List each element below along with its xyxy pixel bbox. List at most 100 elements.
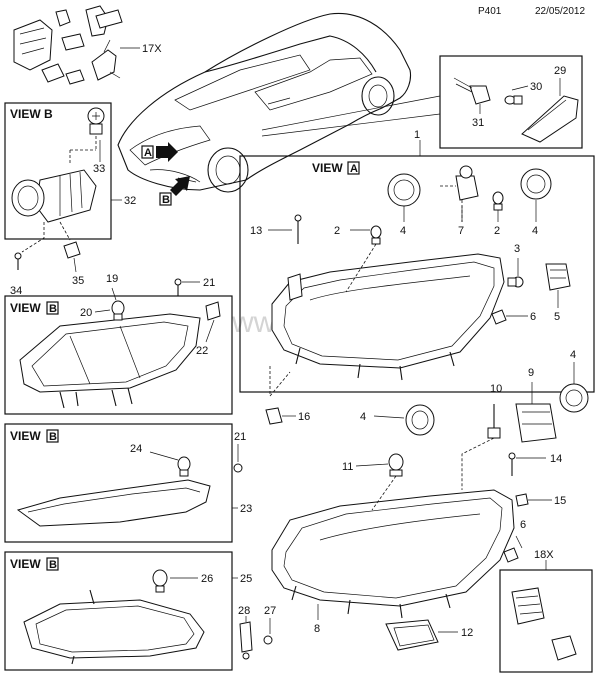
xenon-headlamp-assembly[interactable] <box>271 489 515 619</box>
xenon-cap-4-d[interactable] <box>559 383 589 413</box>
callout-14: 14 <box>550 453 562 465</box>
kit-18x-bracket[interactable] <box>511 587 545 625</box>
view-b-fog2-letter-box <box>46 557 59 571</box>
parking-bulb-2-a[interactable] <box>370 225 382 245</box>
callout-15: 15 <box>554 495 566 507</box>
view-b-drl2-box <box>4 423 233 543</box>
headlamp-bulb-7[interactable] <box>455 165 479 201</box>
callout-31: 31 <box>472 117 484 129</box>
callout-5: 5 <box>554 311 560 323</box>
marker-b-arrow <box>170 176 190 196</box>
view-a-title: VIEW <box>312 161 343 175</box>
view-a-box <box>239 155 595 393</box>
callout-24: 24 <box>130 443 142 455</box>
headlamp-cap-4-a[interactable] <box>387 173 421 207</box>
drl-lamp-housing[interactable] <box>19 313 201 409</box>
clip-16[interactable] <box>265 407 283 425</box>
fog-lamp-bulb[interactable] <box>87 107 105 135</box>
xenon-bulb-11[interactable] <box>388 453 404 477</box>
fog-lamp-clip[interactable] <box>63 241 81 259</box>
adjuster-6-a[interactable] <box>491 309 507 325</box>
callout-26: 26 <box>201 573 213 585</box>
headlamp-bracket-13[interactable] <box>287 214 303 301</box>
xenon-ballast-12[interactable] <box>385 619 439 651</box>
callout-30: 30 <box>530 81 542 93</box>
drl-bulb[interactable] <box>111 300 125 321</box>
callout-22: 22 <box>196 345 208 357</box>
view-b-drl2-letter: B <box>49 431 57 443</box>
callout-7: 7 <box>458 225 464 237</box>
view-b-fog2-letter: B <box>49 559 57 571</box>
callout-33: 33 <box>93 163 105 175</box>
car-body-outline <box>117 12 412 193</box>
fog-lamp-screw[interactable] <box>14 252 22 270</box>
xenon-cap-4-c[interactable] <box>405 404 435 436</box>
indicator-bulb-10[interactable] <box>487 404 501 439</box>
callout-28: 28 <box>238 605 250 617</box>
side-marker-box <box>439 55 583 149</box>
indicator-bulb-3[interactable] <box>507 276 524 288</box>
callout-11: 11 <box>342 461 353 473</box>
kit-18x-box <box>499 569 593 673</box>
callout-9: 9 <box>528 367 534 379</box>
callout-3: 3 <box>514 243 520 255</box>
callout-4a: 4 <box>400 225 406 237</box>
marker-b-box <box>159 192 172 206</box>
callout-2a: 2 <box>334 225 340 237</box>
callout-6a: 6 <box>530 311 536 323</box>
view-b-fog-box <box>4 102 112 240</box>
xenon-igniter-9[interactable] <box>515 403 557 443</box>
callout-34: 34 <box>10 285 22 297</box>
callout-17x: 17X <box>142 43 162 55</box>
halogen-headlamp-assembly[interactable] <box>271 253 505 381</box>
headlamp-cap-4-b[interactable] <box>520 168 552 200</box>
side-marker-lamp[interactable] <box>521 95 579 143</box>
callout-4c: 4 <box>360 411 366 423</box>
callout-27: 27 <box>264 605 276 617</box>
fog2-bulb[interactable] <box>152 569 168 593</box>
screw-27[interactable] <box>263 635 273 645</box>
view-a-letter-box <box>347 161 360 175</box>
marker-a-letter: A <box>144 147 152 159</box>
view-b-drl2-letter-box <box>46 429 59 443</box>
drl2-screw[interactable] <box>233 463 243 473</box>
fog2-lamp-housing[interactable] <box>23 589 205 665</box>
drl2-lamp-strip[interactable] <box>16 479 211 527</box>
view-b-drl-box <box>4 295 233 415</box>
callout-10: 10 <box>490 383 502 395</box>
callout-12: 12 <box>461 627 473 639</box>
indicator-socket-5[interactable] <box>545 263 571 291</box>
bracket-28[interactable] <box>239 621 253 660</box>
fog-lamp-assembly[interactable] <box>11 169 97 223</box>
page-date: 22/05/2012 <box>535 6 585 17</box>
drl-connector[interactable] <box>205 301 221 321</box>
clip-15[interactable] <box>515 493 529 507</box>
callout-35: 35 <box>72 275 84 287</box>
callout-13: 13 <box>250 225 262 237</box>
callout-8: 8 <box>314 623 320 635</box>
marker-a-arrow <box>156 142 178 162</box>
callout-20: 20 <box>80 307 92 319</box>
callout-18x: 18X <box>534 549 554 561</box>
side-marker-bulb[interactable] <box>504 95 523 105</box>
connector-kit-17x[interactable] <box>13 5 123 85</box>
callout-25: 25 <box>240 573 252 585</box>
callout-4d: 4 <box>570 349 576 361</box>
callout-32: 32 <box>124 195 136 207</box>
view-b-title: VIEW B <box>10 107 53 121</box>
marker-a-box <box>141 145 154 159</box>
adjuster-6-b[interactable] <box>503 547 519 563</box>
parking-bulb-2-b[interactable] <box>492 191 504 211</box>
callout-19: 19 <box>106 273 118 285</box>
drl-screw-top[interactable] <box>174 278 182 296</box>
view-b-drl2-title: VIEW <box>10 429 41 443</box>
page-code: P401 <box>478 6 502 17</box>
side-marker-socket[interactable] <box>453 77 491 105</box>
screw-14[interactable] <box>508 452 516 476</box>
callout-21b: 21 <box>234 431 246 443</box>
kit-18x-clip[interactable] <box>551 635 577 661</box>
callout-2b: 2 <box>494 225 500 237</box>
callout-4b: 4 <box>532 225 538 237</box>
drl2-bulb[interactable] <box>177 456 191 477</box>
